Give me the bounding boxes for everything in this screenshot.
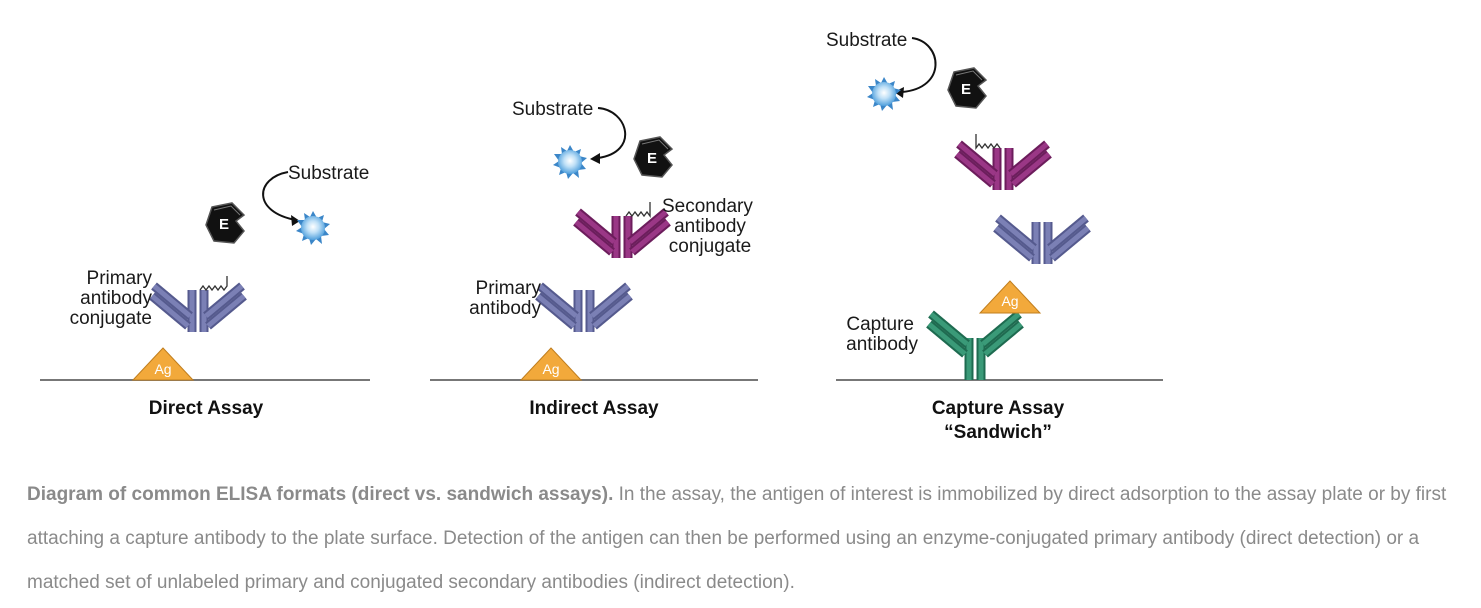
enzyme-label: E	[647, 150, 657, 167]
primary-antibody	[996, 218, 1088, 264]
linker-chain	[199, 276, 228, 292]
reaction-arrow	[262, 171, 297, 221]
primary-conjugate-label-line1: Primary	[87, 268, 153, 289]
antigen-triangle: Ag	[978, 280, 1042, 314]
primary-conjugate-label-line2: antibody	[80, 288, 152, 309]
substrate-label: Substrate	[826, 30, 907, 51]
substrate-icon	[553, 145, 587, 179]
substrate-icon	[867, 77, 901, 111]
capture-assay-title: Capture Assay	[932, 398, 1065, 419]
primary-antibody-label-line2: antibody	[469, 298, 541, 319]
antigen-label: Ag	[154, 361, 171, 377]
enzyme-icon: E	[205, 202, 245, 244]
antigen-triangle: Ag	[131, 347, 195, 381]
enzyme-label: E	[219, 216, 229, 233]
caption-bold-lead: Diagram of common ELISA formats (direct …	[27, 484, 614, 505]
indirect-assay-title: Indirect Assay	[529, 398, 659, 419]
linker-chain	[975, 134, 1001, 150]
secondary-conjugate-label-line1: Secondary	[662, 196, 753, 217]
antigen-label: Ag	[542, 361, 559, 377]
figure-caption: Diagram of common ELISA formats (direct …	[27, 473, 1447, 605]
enzyme-icon: E	[947, 67, 987, 109]
capture-assay-subtitle: “Sandwich”	[944, 422, 1052, 443]
indirect-assay-panel: Ag E Substrate Secondary antibody conjug…	[430, 99, 758, 419]
caption-body: In the assay, the antigen of interest is…	[27, 484, 1447, 593]
substrate-label: Substrate	[512, 99, 593, 120]
antigen-triangle: Ag	[519, 347, 583, 381]
linker-chain	[625, 202, 651, 218]
substrate-icon	[296, 211, 330, 245]
secondary-antibody-conjugate	[957, 144, 1049, 190]
capture-assay-panel: Ag E Substrate Capture antibody Capture …	[826, 30, 1163, 443]
enzyme-icon: E	[633, 136, 673, 178]
secondary-conjugate-label-line3: conjugate	[669, 236, 751, 257]
capture-antibody	[929, 314, 1021, 380]
direct-assay-panel: Ag E Substrate Primary antibody conjugat…	[40, 163, 370, 419]
antigen-label: Ag	[1001, 293, 1018, 309]
secondary-conjugate-label-line2: antibody	[674, 216, 746, 237]
primary-antibody	[538, 286, 630, 332]
capture-antibody-label-line1: Capture	[846, 314, 914, 335]
reaction-arrow	[901, 37, 937, 93]
capture-antibody-label-line2: antibody	[846, 334, 918, 355]
primary-antibody-label-line1: Primary	[476, 278, 542, 299]
substrate-label: Substrate	[288, 163, 369, 184]
primary-conjugate-label-line3: conjugate	[70, 308, 152, 329]
enzyme-label: E	[961, 81, 971, 98]
secondary-antibody-conjugate	[576, 212, 668, 258]
direct-assay-title: Direct Assay	[149, 398, 264, 419]
primary-antibody-conjugate	[152, 286, 244, 332]
reaction-arrow	[597, 107, 627, 159]
